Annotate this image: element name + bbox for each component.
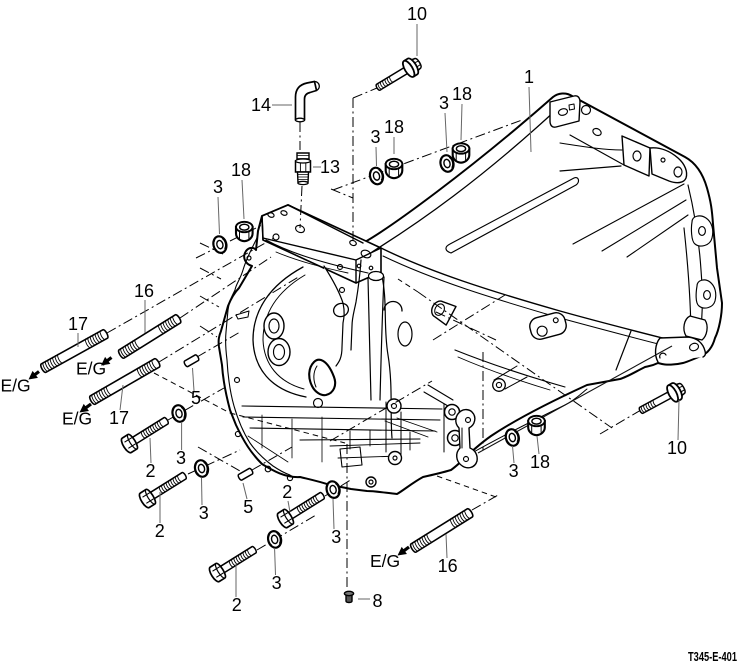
svg-text:3: 3 [176,448,186,468]
svg-text:E/G: E/G [370,551,400,571]
svg-text:2: 2 [145,461,155,481]
svg-text:18: 18 [384,117,404,137]
svg-text:14: 14 [251,95,271,115]
svg-text:5: 5 [243,497,253,517]
svg-text:E/G: E/G [1,376,31,396]
svg-text:3: 3 [199,503,209,523]
svg-text:E/G: E/G [62,409,92,429]
svg-text:3: 3 [272,573,282,593]
svg-text:E/G: E/G [76,359,106,379]
svg-text:18: 18 [452,84,472,104]
svg-text:16: 16 [134,281,154,301]
svg-text:16: 16 [438,556,458,576]
svg-text:3: 3 [213,177,223,197]
svg-text:13: 13 [320,157,340,177]
svg-text:17: 17 [109,408,129,428]
svg-text:T345-E-401: T345-E-401 [688,650,737,664]
svg-text:18: 18 [530,452,550,472]
svg-text:3: 3 [439,93,449,113]
svg-text:3: 3 [509,461,519,481]
svg-text:3: 3 [331,527,341,547]
svg-text:18: 18 [231,160,251,180]
svg-text:10: 10 [667,438,687,458]
svg-text:10: 10 [407,4,427,24]
svg-text:2: 2 [155,521,165,541]
svg-text:3: 3 [370,127,380,147]
svg-text:1: 1 [524,67,534,87]
svg-text:8: 8 [372,591,382,611]
svg-text:2: 2 [282,482,292,502]
svg-text:5: 5 [191,388,201,408]
svg-text:2: 2 [232,595,242,615]
svg-text:17: 17 [68,314,88,334]
